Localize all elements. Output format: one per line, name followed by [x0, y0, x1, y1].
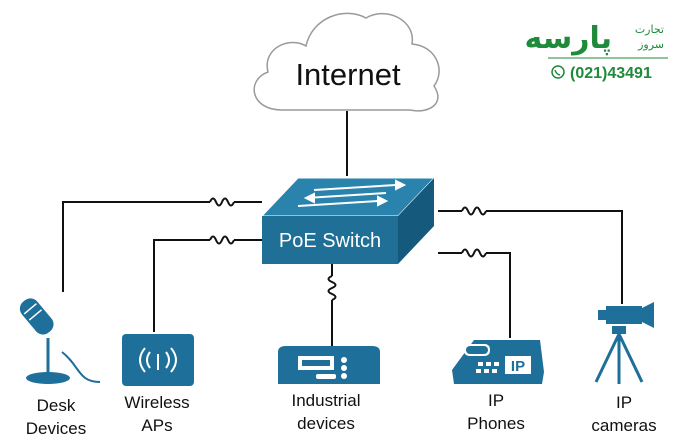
label-phone-2: Phones: [467, 414, 525, 433]
internet-cloud: Internet: [253, 12, 440, 112]
line-ap: [153, 239, 210, 332]
label-phone-1: IP: [488, 391, 504, 410]
surge-industrial: [327, 275, 337, 301]
ip-phone-icon: IP: [452, 340, 544, 384]
internet-label: Internet: [295, 57, 401, 92]
label-camera-1: IP: [616, 393, 632, 412]
label-industrial-2: devices: [297, 414, 355, 433]
industrial-device-icon: [278, 346, 380, 384]
switch-label: PoE Switch: [279, 230, 381, 252]
brand-tagline-top: تجارت: [635, 23, 664, 36]
label-camera-2: cameras: [591, 416, 656, 435]
poe-switch: PoE Switch: [260, 177, 436, 264]
brand-phone: (021)43491: [570, 65, 652, 82]
switch-arrows-icon: [297, 179, 407, 207]
brand-tagline-bottom: سروز: [637, 38, 664, 51]
label-ap-2: APs: [141, 416, 172, 435]
phone-ip-text: IP: [511, 358, 525, 375]
label-ap-1: Wireless: [124, 393, 189, 412]
wireless-ap-icon: [122, 334, 194, 386]
brand-name: پارسه: [525, 21, 613, 56]
device-labels: Desk Devices Wireless APs Industrial dev…: [26, 391, 657, 438]
brand-logo: پارسه تجارت سروز (021)43491: [525, 21, 668, 82]
microphone-icon: [19, 298, 101, 384]
phone-icon: [551, 65, 565, 79]
ip-camera-icon: [594, 302, 654, 384]
surge-desk: [209, 197, 235, 207]
connection-lines: [62, 197, 623, 346]
surge-ap: [209, 235, 235, 245]
label-desk-2: Devices: [26, 419, 86, 438]
line-desk: [62, 201, 210, 292]
label-desk-1: Desk: [37, 396, 76, 415]
label-industrial-1: Industrial: [292, 391, 361, 410]
